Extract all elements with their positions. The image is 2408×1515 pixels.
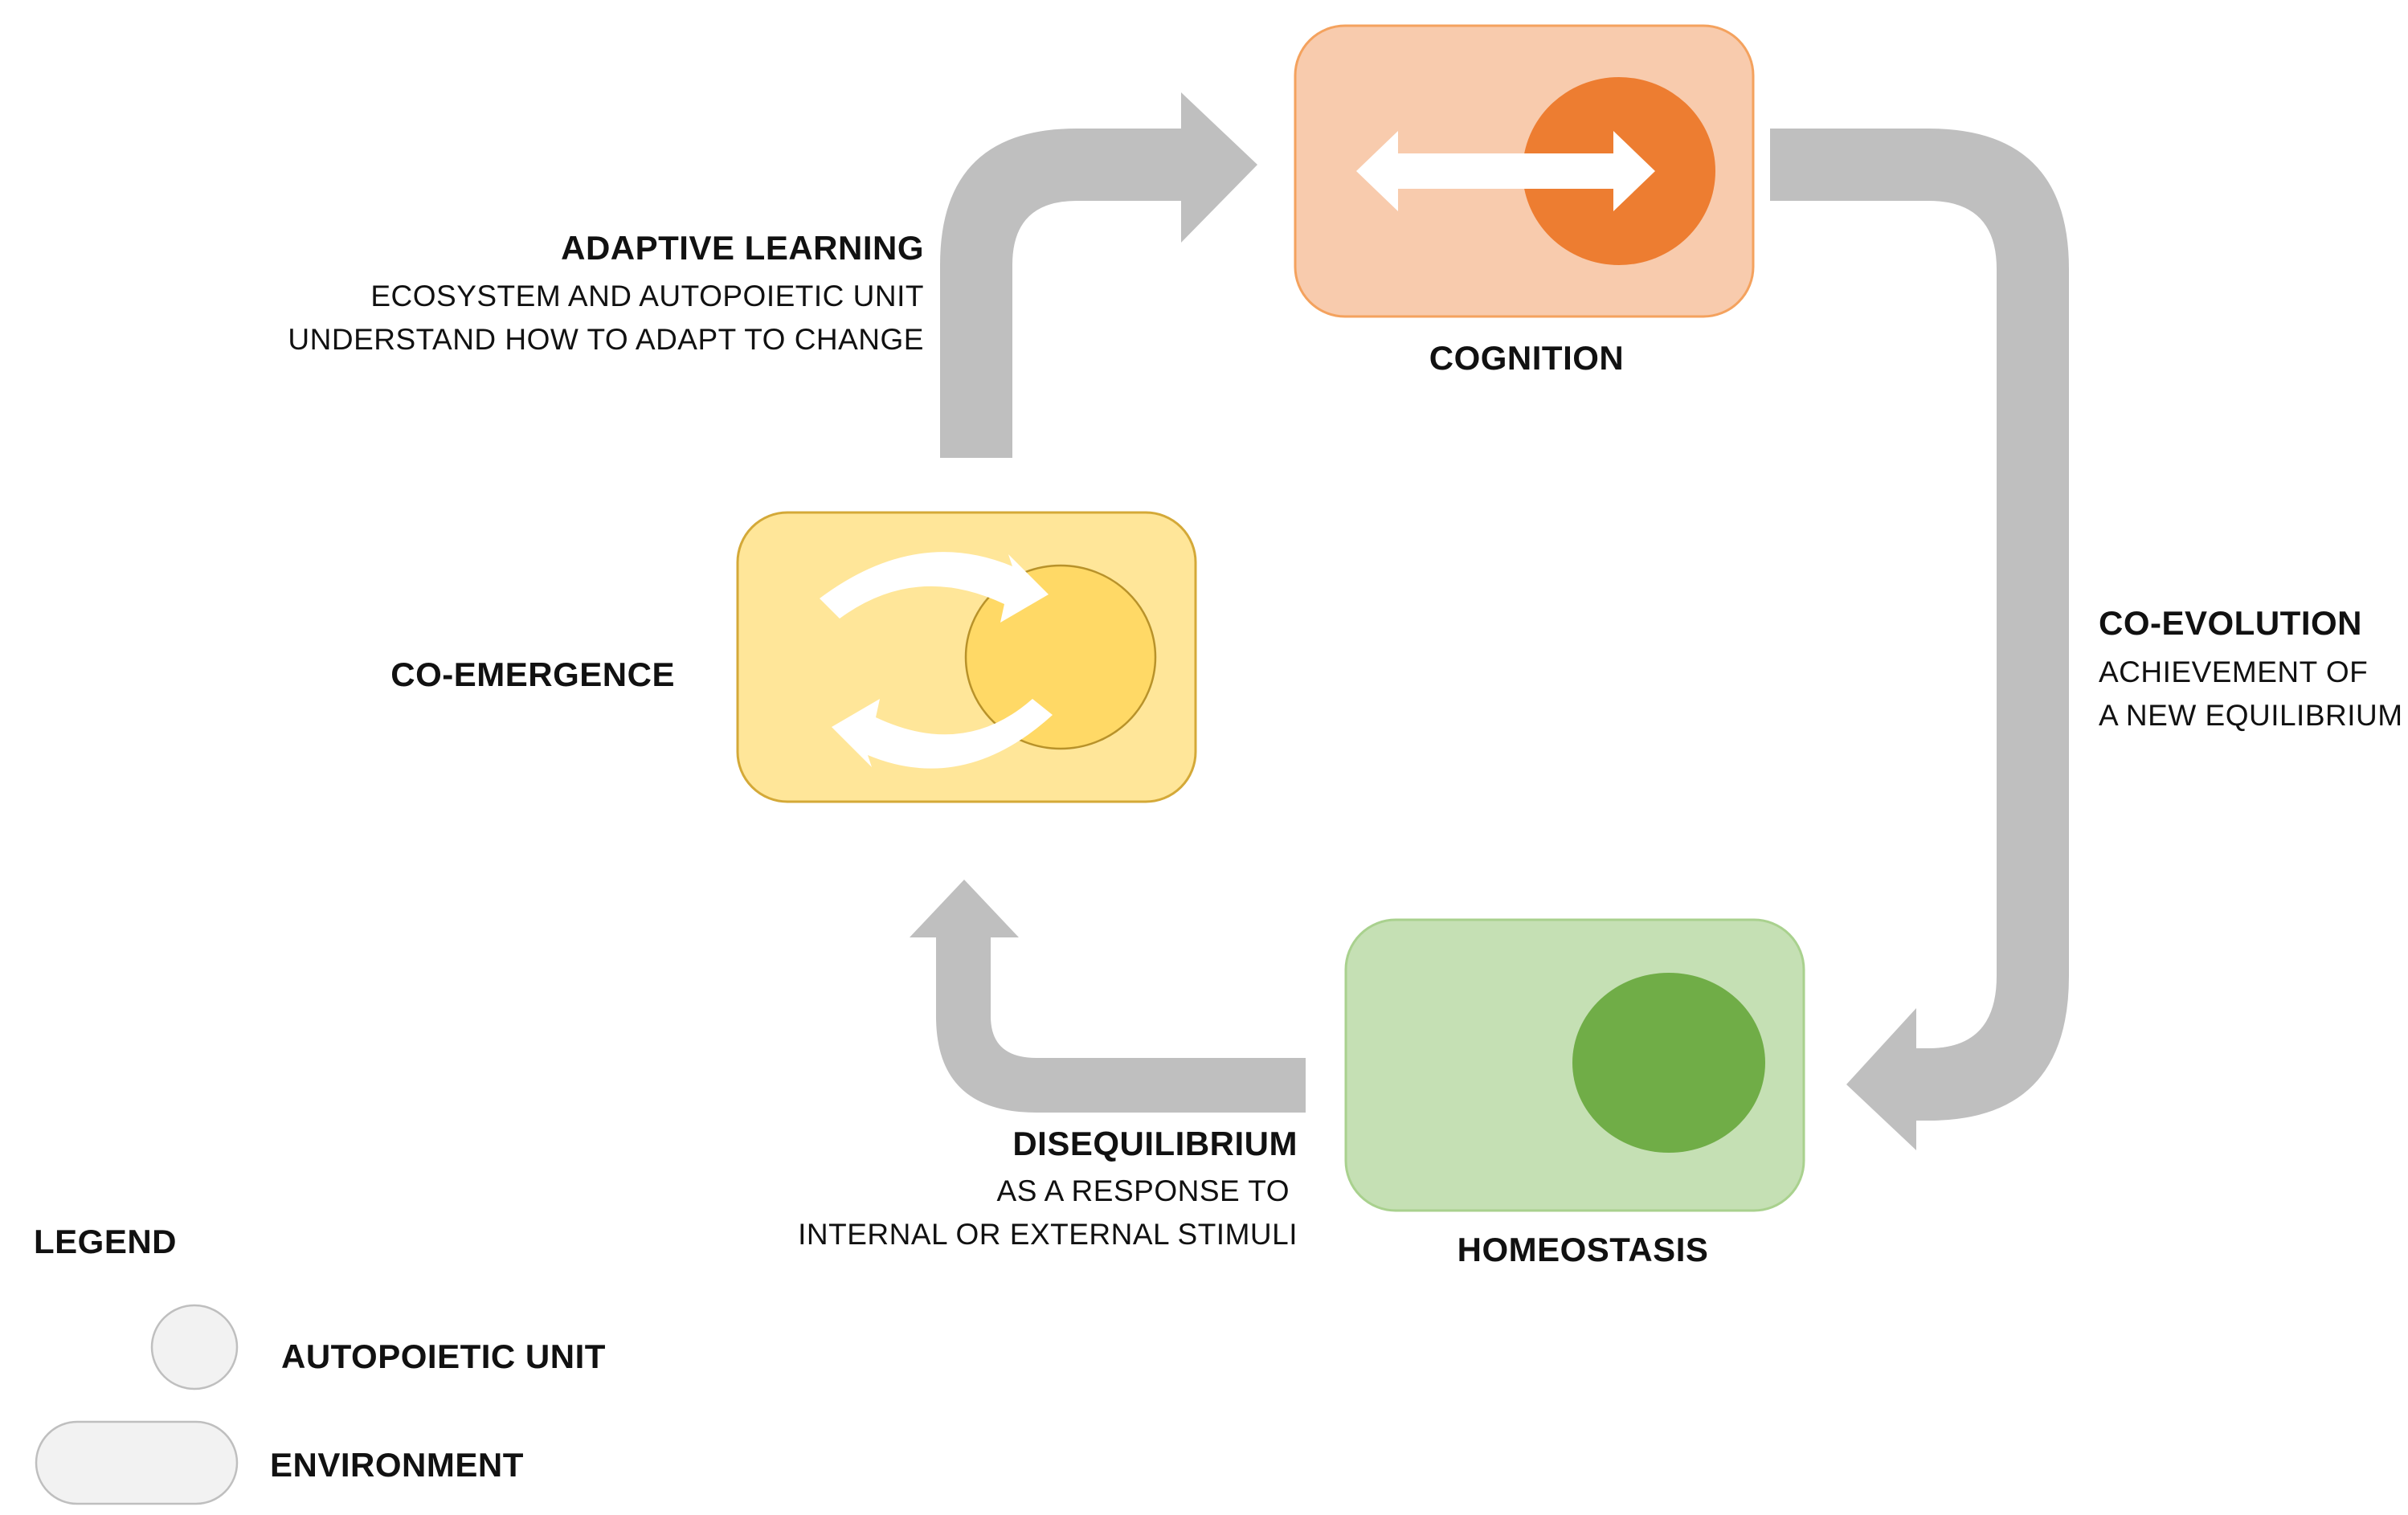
legend-environment-label: ENVIRONMENT bbox=[270, 1446, 524, 1484]
co-evolution-title: CO-EVOLUTION bbox=[2099, 604, 2362, 642]
homeostasis-title: HOMEOSTASIS bbox=[1457, 1231, 1709, 1268]
legend-autopoietic-unit-icon bbox=[150, 1304, 239, 1390]
disequilibrium-title: DISEQUILIBRIUM bbox=[1012, 1125, 1298, 1162]
legend-environment-icon bbox=[35, 1420, 239, 1505]
co-emergence-stage bbox=[736, 511, 1197, 803]
flow-arrows bbox=[910, 92, 2069, 1150]
adaptive-learning-arrow bbox=[940, 92, 1257, 458]
cognition-stage bbox=[1294, 24, 1755, 318]
legend-title: LEGEND bbox=[34, 1223, 178, 1260]
bidirectional-arrow-icon bbox=[1356, 131, 1655, 211]
co-emergence-title: CO-EMERGENCE bbox=[390, 655, 675, 693]
co-evolution-line-1: ACHIEVEMENT OF bbox=[2099, 655, 2369, 688]
adaptive-learning-line-1: ECOSYSTEM AND AUTOPOIETIC UNIT bbox=[370, 280, 924, 312]
cognition-title: COGNITION bbox=[1429, 339, 1625, 377]
homeostasis-autopoietic-unit bbox=[1572, 973, 1765, 1153]
adaptive-learning-title: ADAPTIVE LEARNING bbox=[561, 229, 924, 267]
disequilibrium-line-1: AS A RESPONSE TO bbox=[996, 1174, 1290, 1207]
legend-shapes bbox=[35, 1304, 239, 1505]
co-evolution-arrow bbox=[1770, 129, 2069, 1150]
disequilibrium-arrow bbox=[910, 880, 1306, 1113]
adaptive-learning-line-2: UNDERSTAND HOW TO ADAPT TO CHANGE bbox=[288, 323, 924, 356]
legend-autopoietic-unit-label: AUTOPOIETIC UNIT bbox=[281, 1337, 606, 1375]
homeostasis-stage bbox=[1344, 918, 1805, 1212]
cycle-arrow-top-icon bbox=[820, 552, 1049, 623]
cycle-arrow-bottom-icon bbox=[832, 699, 1053, 769]
co-evolution-line-2: A NEW EQUILIBRIUM bbox=[2099, 699, 2403, 732]
disequilibrium-line-2: INTERNAL OR EXTERNAL STIMULI bbox=[798, 1218, 1298, 1251]
